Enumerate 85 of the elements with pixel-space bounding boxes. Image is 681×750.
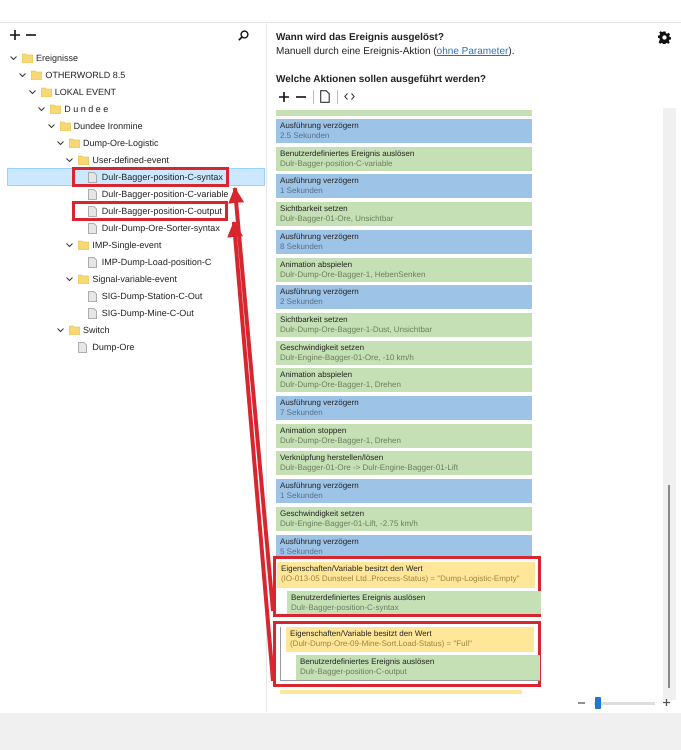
tree-item-label: Signal-variable-event	[92, 271, 177, 287]
action-row	[276, 479, 532, 503]
action-detail: 1 Sekunden	[280, 491, 323, 501]
action-row	[276, 313, 532, 337]
action-title: Animation abspielen	[280, 370, 352, 380]
action-row	[286, 627, 534, 652]
tree-item-label: Dump-Ore-Logistic	[83, 135, 159, 151]
action-detail: Dulr-Dump-Ore-Bagger-1, Drehen	[280, 436, 401, 446]
action-detail: 2 Sekunden	[280, 297, 323, 307]
action-detail: Dulr-Dump-Ore-Bagger-1, Drehen	[280, 380, 401, 390]
highlight-frame	[273, 556, 541, 617]
tree-item-label: OTHERWORLD 8.5	[45, 67, 126, 83]
action-title: Eigenschaften/Variable besitzt den Wert	[281, 564, 423, 574]
action-title: Benutzerdefiniertes Ereignis auslösen	[291, 593, 426, 603]
action-title: Ausführung verzögern	[280, 537, 359, 547]
action-title: Ausführung verzögern	[280, 287, 359, 297]
action-detail: 8 Sekunden	[280, 242, 323, 252]
action-title: Animation stoppen	[280, 426, 346, 436]
action-title: Ausführung verzögern	[280, 481, 359, 491]
action-row	[276, 341, 532, 365]
action-row	[276, 451, 532, 475]
arrow	[227, 221, 275, 682]
action-row	[276, 174, 532, 198]
tree-item-label: Dulr-Bagger-position-C-variable	[102, 186, 228, 202]
action-row	[276, 424, 532, 448]
action-detail: Dulr-Dump-Ore-Bagger-1, HebenSenken	[280, 270, 426, 280]
action-title: Ausführung verzögern	[280, 398, 359, 408]
action-title: Eigenschaften/Variable besitzt den Wert	[290, 629, 432, 639]
action-row	[276, 396, 532, 420]
action-detail: 7 Sekunden	[280, 408, 323, 418]
action-title: Ausführung verzögern	[280, 232, 359, 242]
action-title: Ausführung verzögern	[280, 176, 359, 186]
tree-item-label: Dundee Ironmine	[74, 118, 143, 134]
action-row	[276, 202, 532, 226]
tree-item-label: Switch	[83, 322, 110, 338]
tree-item-label: SIG-Dump-Mine-C-Out	[102, 305, 194, 321]
action-detail: Dulr-Bagger-position-C-syntax	[291, 603, 399, 613]
action-detail: Dulr-Bagger-01-Ore -> Dulr-Engine-Bagger-01-Lift	[280, 463, 458, 473]
action-detail: Dulr-Engine-Bagger-01-Lift, -2.75 km/h	[280, 519, 418, 529]
trigger-description: Manuell durch eine Ereignis-Aktion (ohne Parameter).	[276, 45, 514, 59]
highlight-frame	[273, 621, 541, 687]
action-title: Benutzerdefiniertes Ereignis auslösen	[300, 657, 434, 667]
action-detail: 1 Sekunden	[280, 186, 323, 196]
tree-item-label: LOKAL EVENT	[54, 84, 116, 100]
action-row	[276, 368, 532, 392]
action-row	[276, 230, 532, 254]
tree-item-label: User-defined-event	[92, 152, 169, 168]
action-row	[276, 507, 532, 531]
tree-item-label: D u n d e e	[64, 101, 108, 117]
tree-item-label: IMP-Single-event	[92, 237, 162, 253]
action-detail: 5 Sekunden	[280, 547, 323, 557]
tree-item-label: Dulr-Bagger-position-C-output	[102, 203, 222, 219]
action-row	[287, 591, 541, 614]
action-detail: (IO-013-05 Dunsteel Ltd..Process-Status) = "Dump-Logistic-Empty"	[281, 574, 520, 584]
action-row	[296, 655, 540, 680]
tree-item-label: Dulr-Bagger-position-C-syntax	[102, 169, 223, 185]
action-row	[277, 562, 535, 588]
action-title: Sichtbarkeit setzen	[280, 204, 348, 214]
arrow	[228, 187, 275, 612]
action-detail: Dulr-Bagger-01-Ore, Unsichtbar	[280, 214, 394, 224]
action-title: Geschwindigkeit setzen	[280, 343, 364, 353]
action-title: Benutzerdefiniertes Ereignis auslösen	[280, 149, 414, 159]
action-detail: Dulr-Dump-Ore-Bagger-1-Dust, Unsichtbar	[280, 325, 432, 335]
link: ohne Parameter	[436, 46, 508, 57]
tree-item-label: SIG-Dump-Station-C-Out	[102, 288, 202, 304]
action-detail: Dulr-Bagger-position-C-variable	[280, 159, 392, 169]
action-detail: Dulr-Engine-Bagger-01-Ore, -10 km/h	[280, 353, 414, 363]
action-title: Verknüpfung herstellen/lösen	[280, 453, 384, 463]
action-row	[276, 147, 532, 171]
action-detail: Dulr-Bagger-position-C-output	[300, 667, 407, 677]
section-heading: Wann wird das Ereignis ausgelöst?	[276, 31, 444, 45]
tree-item-label: IMP-Dump-Load-position-C	[102, 254, 212, 270]
action-row	[276, 119, 532, 143]
action-row	[276, 285, 532, 309]
action-detail: (Dulr-Dump-Ore-09-Mine-Sort.Load-Status) = "Full"	[290, 639, 472, 649]
action-title: Sichtbarkeit setzen	[280, 315, 348, 325]
action-title: Ausführung verzögern	[280, 121, 359, 131]
section-heading: Welche Aktionen sollen ausgeführt werden?	[276, 73, 486, 87]
tree-item-label: Dump-Ore	[92, 339, 134, 355]
tree-item-label: Dulr-Dump-Ore-Sorter-syntax	[102, 220, 220, 236]
action-detail: 2.5 Sekunden	[280, 131, 330, 141]
action-title: Geschwindigkeit setzen	[280, 509, 364, 519]
tree-item-label: Ereignisse	[36, 50, 78, 66]
action-title: Animation abspielen	[280, 260, 352, 270]
action-row	[276, 258, 532, 282]
